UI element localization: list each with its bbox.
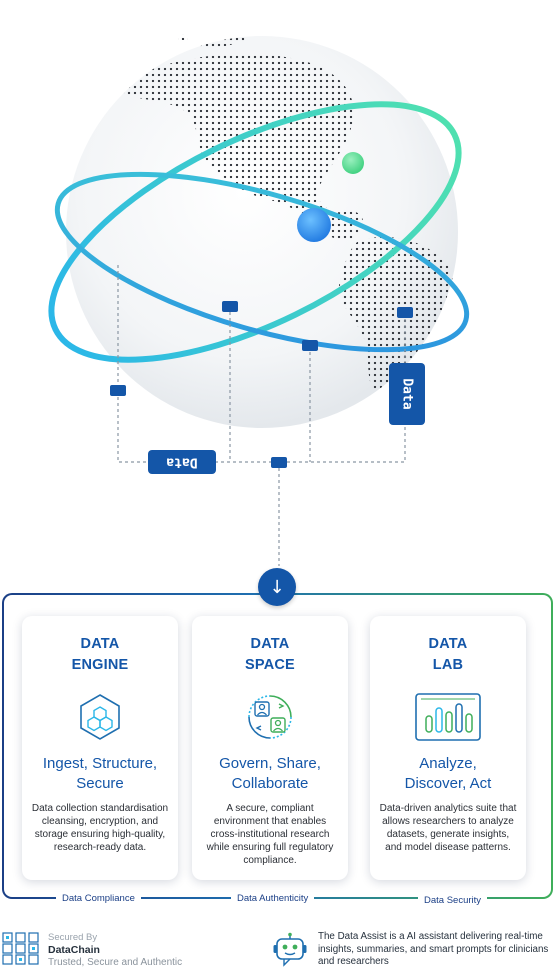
connector-nodes xyxy=(110,301,413,468)
collaboration-people-icon xyxy=(245,692,295,742)
card-data-lab: DATA LAB Analyze, Discover, Act Data-dri… xyxy=(370,616,526,880)
card-subtitle: Govern, Share, Collaborate xyxy=(219,755,321,792)
footer-brand: Secured By DataChain Trusted, Secure and… xyxy=(0,930,220,970)
tagline-security: Data Security xyxy=(418,895,488,906)
arrow-down-icon: ↓ xyxy=(258,568,296,606)
assistant-description: The Data Assist is a AI assistant delive… xyxy=(318,931,549,967)
card-description: Data collection standardisation cleansin… xyxy=(31,803,169,853)
data-tag-vertical-text: Data xyxy=(400,378,415,409)
brand-name: DataChain xyxy=(48,944,100,956)
card-description: A secure, compliant environment that ena… xyxy=(206,803,334,866)
card-subtitle: Analyze, Discover, Act xyxy=(404,755,492,792)
hexagon-cubes-icon xyxy=(75,692,125,742)
data-tag-horizontal xyxy=(148,450,216,474)
data-tag-horizontal-text: Data xyxy=(166,455,197,470)
orbit-ring-2 xyxy=(54,171,470,353)
card-title: DATA LAB xyxy=(428,636,468,673)
orbit-ring-1 xyxy=(48,101,462,363)
card-data-space: DATA SPACE Govern, Share, Collaborate A … xyxy=(192,616,348,880)
robot-assistant-icon xyxy=(273,932,307,967)
brand-tagline: Trusted, Secure and Authentic xyxy=(48,957,183,968)
tagline-authenticity: Data Authenticity xyxy=(231,893,315,904)
card-description: Data-driven analytics suite that allows … xyxy=(379,803,517,853)
card-subtitle: Ingest, Structure, Secure xyxy=(42,755,158,792)
tagline-compliance: Data Compliance xyxy=(56,893,141,904)
green-node xyxy=(342,152,364,174)
card-title: DATA SPACE xyxy=(245,636,295,673)
data-tag-vertical xyxy=(389,363,425,425)
blue-node xyxy=(297,208,331,242)
footer-assistant: The Data Assist is a AI assistant delive… xyxy=(270,930,558,972)
datachain-grid-icon xyxy=(2,932,39,965)
card-data-engine: DATA ENGINE Ingest, Structure, Secure Da… xyxy=(22,616,178,880)
analytics-bars-icon xyxy=(415,692,481,742)
globe-diagram: Data Data xyxy=(48,34,470,566)
secured-by-label: Secured By xyxy=(48,932,98,943)
card-title: DATA ENGINE xyxy=(71,636,129,673)
